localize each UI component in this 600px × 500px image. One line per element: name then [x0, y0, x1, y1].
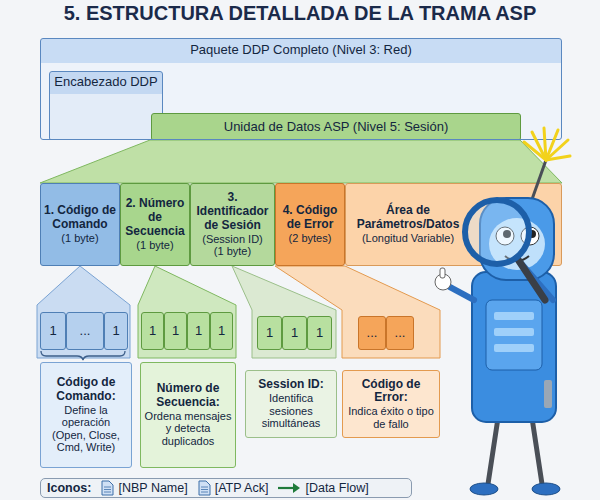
node-text: (2 bytes)	[289, 232, 332, 245]
byte-cell: 1	[257, 316, 282, 350]
node-text: (Longitud Variable)	[350, 232, 466, 245]
byte-callout	[275, 266, 440, 358]
node-heading: 1	[149, 324, 156, 339]
byte-cell: 1	[141, 312, 164, 350]
node-heading: Encabezado DDP	[54, 75, 157, 90]
node-text: Indica éxito o tipo de fallo	[346, 405, 436, 430]
node-heading: Unidad de Datos ASP (Nivel 5: Sesión)	[224, 120, 449, 135]
field-box: 1. Código de Comando(1 byte)	[40, 183, 120, 266]
node-heading: 1	[291, 326, 298, 341]
field-box: 3. Identificador de Sesión(Session ID)(1…	[190, 183, 275, 266]
byte-callout	[138, 266, 236, 358]
node-heading: 1	[172, 324, 179, 339]
description-box: Código de Error:Indica éxito o tipo de f…	[342, 370, 440, 438]
field-box: 2. Número de Secuencia(1 byte)	[120, 183, 190, 266]
byte-cell: ...	[66, 312, 104, 350]
expansion-wedge	[40, 140, 562, 183]
node-heading: 2. Número de Secuencia	[124, 197, 186, 238]
ddp-header: Encabezado DDP	[49, 71, 163, 140]
asp-data-band: Unidad de Datos ASP (Nivel 5: Sesión)	[151, 113, 521, 140]
byte-cell: 1	[282, 316, 307, 350]
node-heading: 1. Código de Comando	[44, 204, 116, 232]
node-heading: 1	[218, 324, 225, 339]
byte-cell: 1	[40, 312, 66, 350]
node-text: (1 byte)	[214, 245, 251, 258]
description-box: Número de Secuencia:Ordena mensajes y de…	[140, 362, 236, 468]
document-icon	[100, 480, 114, 496]
node-heading: Session ID:	[258, 378, 323, 392]
description-box: Session ID:Identifica sesiones simultáne…	[245, 370, 337, 438]
node-heading: 3. Identificador de Sesión	[194, 191, 271, 232]
node-heading: 1	[266, 326, 273, 341]
node-heading: 1	[316, 326, 323, 341]
node-text: (Session ID)	[202, 233, 263, 246]
node-heading: 1	[195, 324, 202, 339]
node-heading: Área de Parámetros/Datos	[350, 204, 466, 232]
node-text: Define la operación (Open, Close, Cmd, W…	[44, 404, 128, 455]
node-heading: 1	[112, 324, 119, 339]
node-heading: 4. Código de Error	[279, 204, 341, 232]
byte-cell: 1	[307, 316, 332, 350]
legend-text: [NBP Name]	[118, 481, 187, 495]
document-icon	[197, 480, 211, 496]
node-heading: Paquete DDP Completo (Nivel 3: Red)	[190, 43, 412, 58]
legend-title: Iconos:	[47, 481, 91, 495]
description-box: Código de Comando:Define la operación (O…	[40, 362, 132, 468]
node-text: (1 byte)	[136, 239, 173, 252]
node-text: Ordena mensajes y detecta duplicados	[144, 410, 232, 448]
brace	[41, 351, 125, 360]
field-box: Área de Parámetros/Datos(Longitud Variab…	[345, 183, 562, 266]
legend-text: [ATP Ack]	[215, 481, 269, 495]
node-heading: Código de Comando:	[44, 376, 128, 404]
node-heading: ...	[367, 326, 378, 341]
byte-cell: 1	[104, 312, 128, 350]
node-heading: ...	[395, 326, 406, 341]
byte-cell: ...	[358, 316, 386, 350]
ddp-packet: Paquete DDP Completo (Nivel 3: Red) Encab…	[40, 38, 562, 140]
arrow-icon	[277, 482, 301, 494]
legend-text: [Data Flow]	[305, 481, 368, 495]
icon-legend: Iconos: [NBP Name] [ATP Ack] [Data Flow]	[40, 478, 412, 498]
byte-callout	[37, 266, 130, 358]
node-heading: 1	[49, 324, 56, 339]
node-heading: ...	[80, 324, 91, 339]
node-heading: Número de Secuencia:	[144, 382, 232, 410]
byte-cell: 1	[210, 312, 233, 350]
title: 5. ESTRUCTURA DETALLADA DE LA TRAMA ASP	[0, 2, 600, 25]
byte-callout	[232, 266, 336, 358]
node-text: (1 byte)	[61, 232, 98, 245]
byte-cell: ...	[386, 316, 414, 350]
node-heading: Código de Error:	[346, 378, 436, 406]
byte-cell: 1	[187, 312, 210, 350]
field-box: 4. Código de Error(2 bytes)	[275, 183, 345, 266]
node-text: Identifica sesiones simultáneas	[249, 392, 333, 430]
byte-cell: 1	[164, 312, 187, 350]
